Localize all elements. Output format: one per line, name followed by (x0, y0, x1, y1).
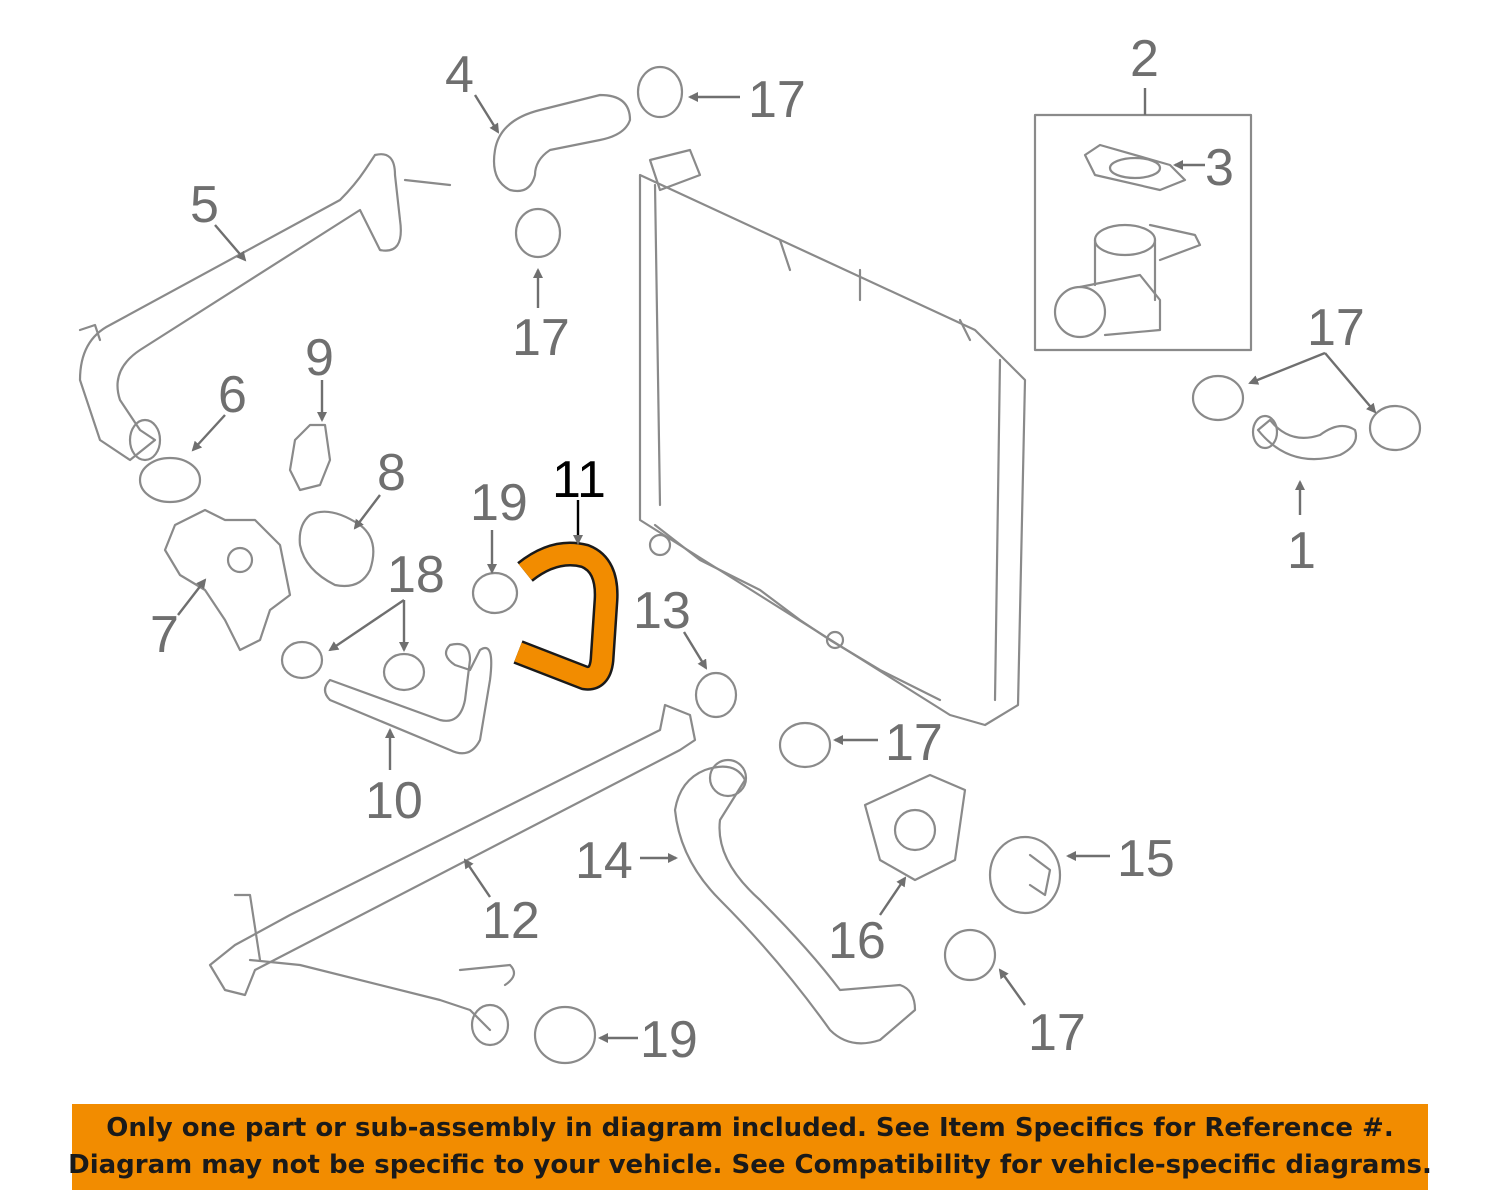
callout-3: 3 (1205, 139, 1234, 197)
callout-6: 6 (218, 366, 247, 424)
radiator (638, 148, 1027, 727)
callout-17-right: 17 (1307, 299, 1365, 357)
hose-11-highlighted (513, 541, 619, 691)
callout-17-upper: 17 (512, 309, 570, 367)
callout-4: 4 (445, 46, 474, 104)
callout-18: 18 (387, 546, 445, 604)
disclaimer-line-2: Diagram may not be specific to your vehi… (68, 1150, 1432, 1180)
hose-10 (280, 640, 493, 755)
hose-14 (673, 758, 917, 1045)
callout-2: 2 (1130, 30, 1159, 88)
o-ring-13 (694, 671, 738, 719)
pipe-5 (78, 153, 452, 462)
callout-11: 11 (552, 451, 606, 509)
callout-8: 8 (377, 444, 406, 502)
callout-10: 10 (365, 772, 423, 830)
pipe-12 (208, 703, 697, 1065)
reservoir-cap-assembly (1033, 113, 1253, 352)
disclaimer-banner: Only one part or sub-assembly in diagram… (68, 1104, 1432, 1190)
callout-13: 13 (633, 582, 691, 640)
leader-lines (177, 88, 1377, 1043)
gasket-6 (138, 456, 202, 504)
callout-9: 9 (305, 329, 334, 387)
callout-1: 1 (1287, 522, 1316, 580)
clamp-19-upper (471, 571, 519, 615)
gasket-16 (863, 773, 967, 882)
hose-1 (1191, 374, 1422, 461)
callout-labels: 1 2 3 4 5 6 7 8 9 10 11 12 13 14 15 16 1… (150, 30, 1365, 1069)
hose-4 (492, 65, 684, 259)
disclaimer-line-1: Only one part or sub-assembly in diagram… (106, 1113, 1394, 1143)
sensor-9 (288, 423, 332, 492)
callout-16: 16 (828, 912, 886, 970)
callout-17-top: 17 (748, 71, 806, 129)
callout-14: 14 (575, 832, 633, 890)
clamp-17-lower (943, 928, 997, 982)
thermostat-15 (988, 835, 1062, 915)
callout-5: 5 (190, 176, 219, 234)
callout-17-bottom: 17 (1028, 1004, 1086, 1062)
callout-15: 15 (1117, 830, 1175, 888)
callout-19-upper: 19 (470, 474, 528, 532)
callout-7: 7 (150, 606, 179, 664)
housing-7 (163, 508, 292, 652)
callout-17-mid: 17 (885, 714, 943, 772)
callout-19-lower: 19 (640, 1011, 698, 1069)
gasket-8 (298, 510, 375, 588)
clamp-17-mid (778, 721, 832, 769)
callout-12: 12 (482, 892, 540, 950)
